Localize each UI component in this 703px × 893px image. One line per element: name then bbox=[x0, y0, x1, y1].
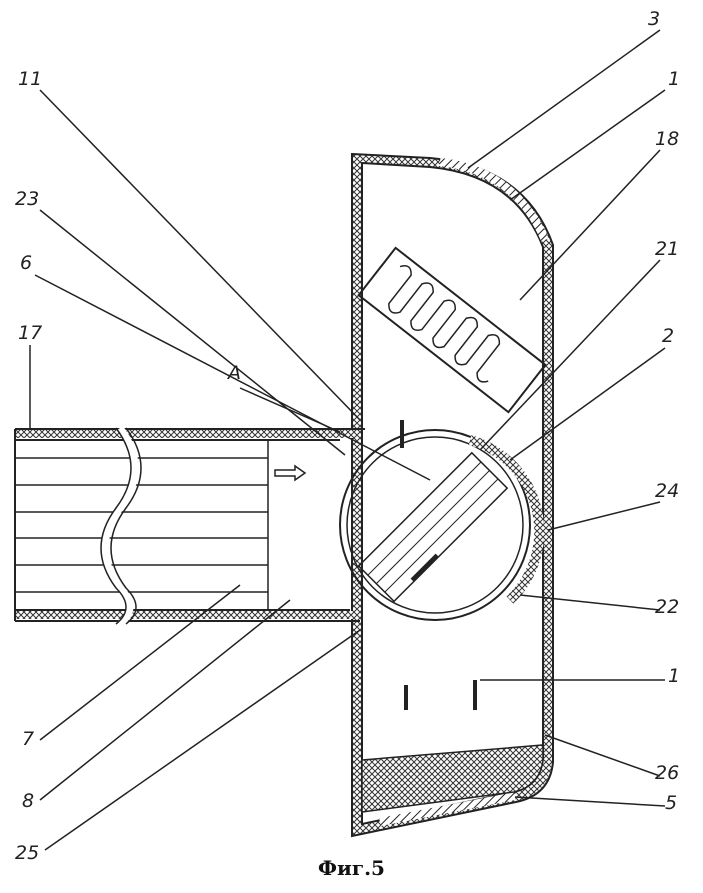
label-6: 6 bbox=[20, 252, 32, 274]
label-2: 2 bbox=[662, 325, 674, 347]
label-21: 21 bbox=[655, 238, 679, 260]
airflow-arrow bbox=[275, 466, 305, 480]
label-18: 18 bbox=[655, 128, 679, 150]
label-26: 26 bbox=[655, 762, 679, 784]
heating-element bbox=[359, 248, 546, 412]
label-5: 5 bbox=[665, 792, 677, 814]
label-22: 22 bbox=[655, 596, 679, 618]
label-7: 7 bbox=[22, 728, 34, 750]
label-8: 8 bbox=[22, 790, 34, 812]
label-24: 24 bbox=[655, 480, 679, 502]
label-1-top: 1 bbox=[668, 68, 680, 90]
housing-wall bbox=[357, 158, 548, 830]
label-3: 3 bbox=[648, 8, 660, 30]
label-A: A bbox=[228, 362, 241, 384]
label-1-bottom: 1 bbox=[668, 665, 680, 687]
label-23: 23 bbox=[15, 188, 39, 210]
figure-caption: Фиг.5 bbox=[0, 856, 703, 880]
label-17: 17 bbox=[18, 322, 42, 344]
filter-cartridge bbox=[359, 453, 507, 601]
label-11: 11 bbox=[18, 68, 42, 90]
